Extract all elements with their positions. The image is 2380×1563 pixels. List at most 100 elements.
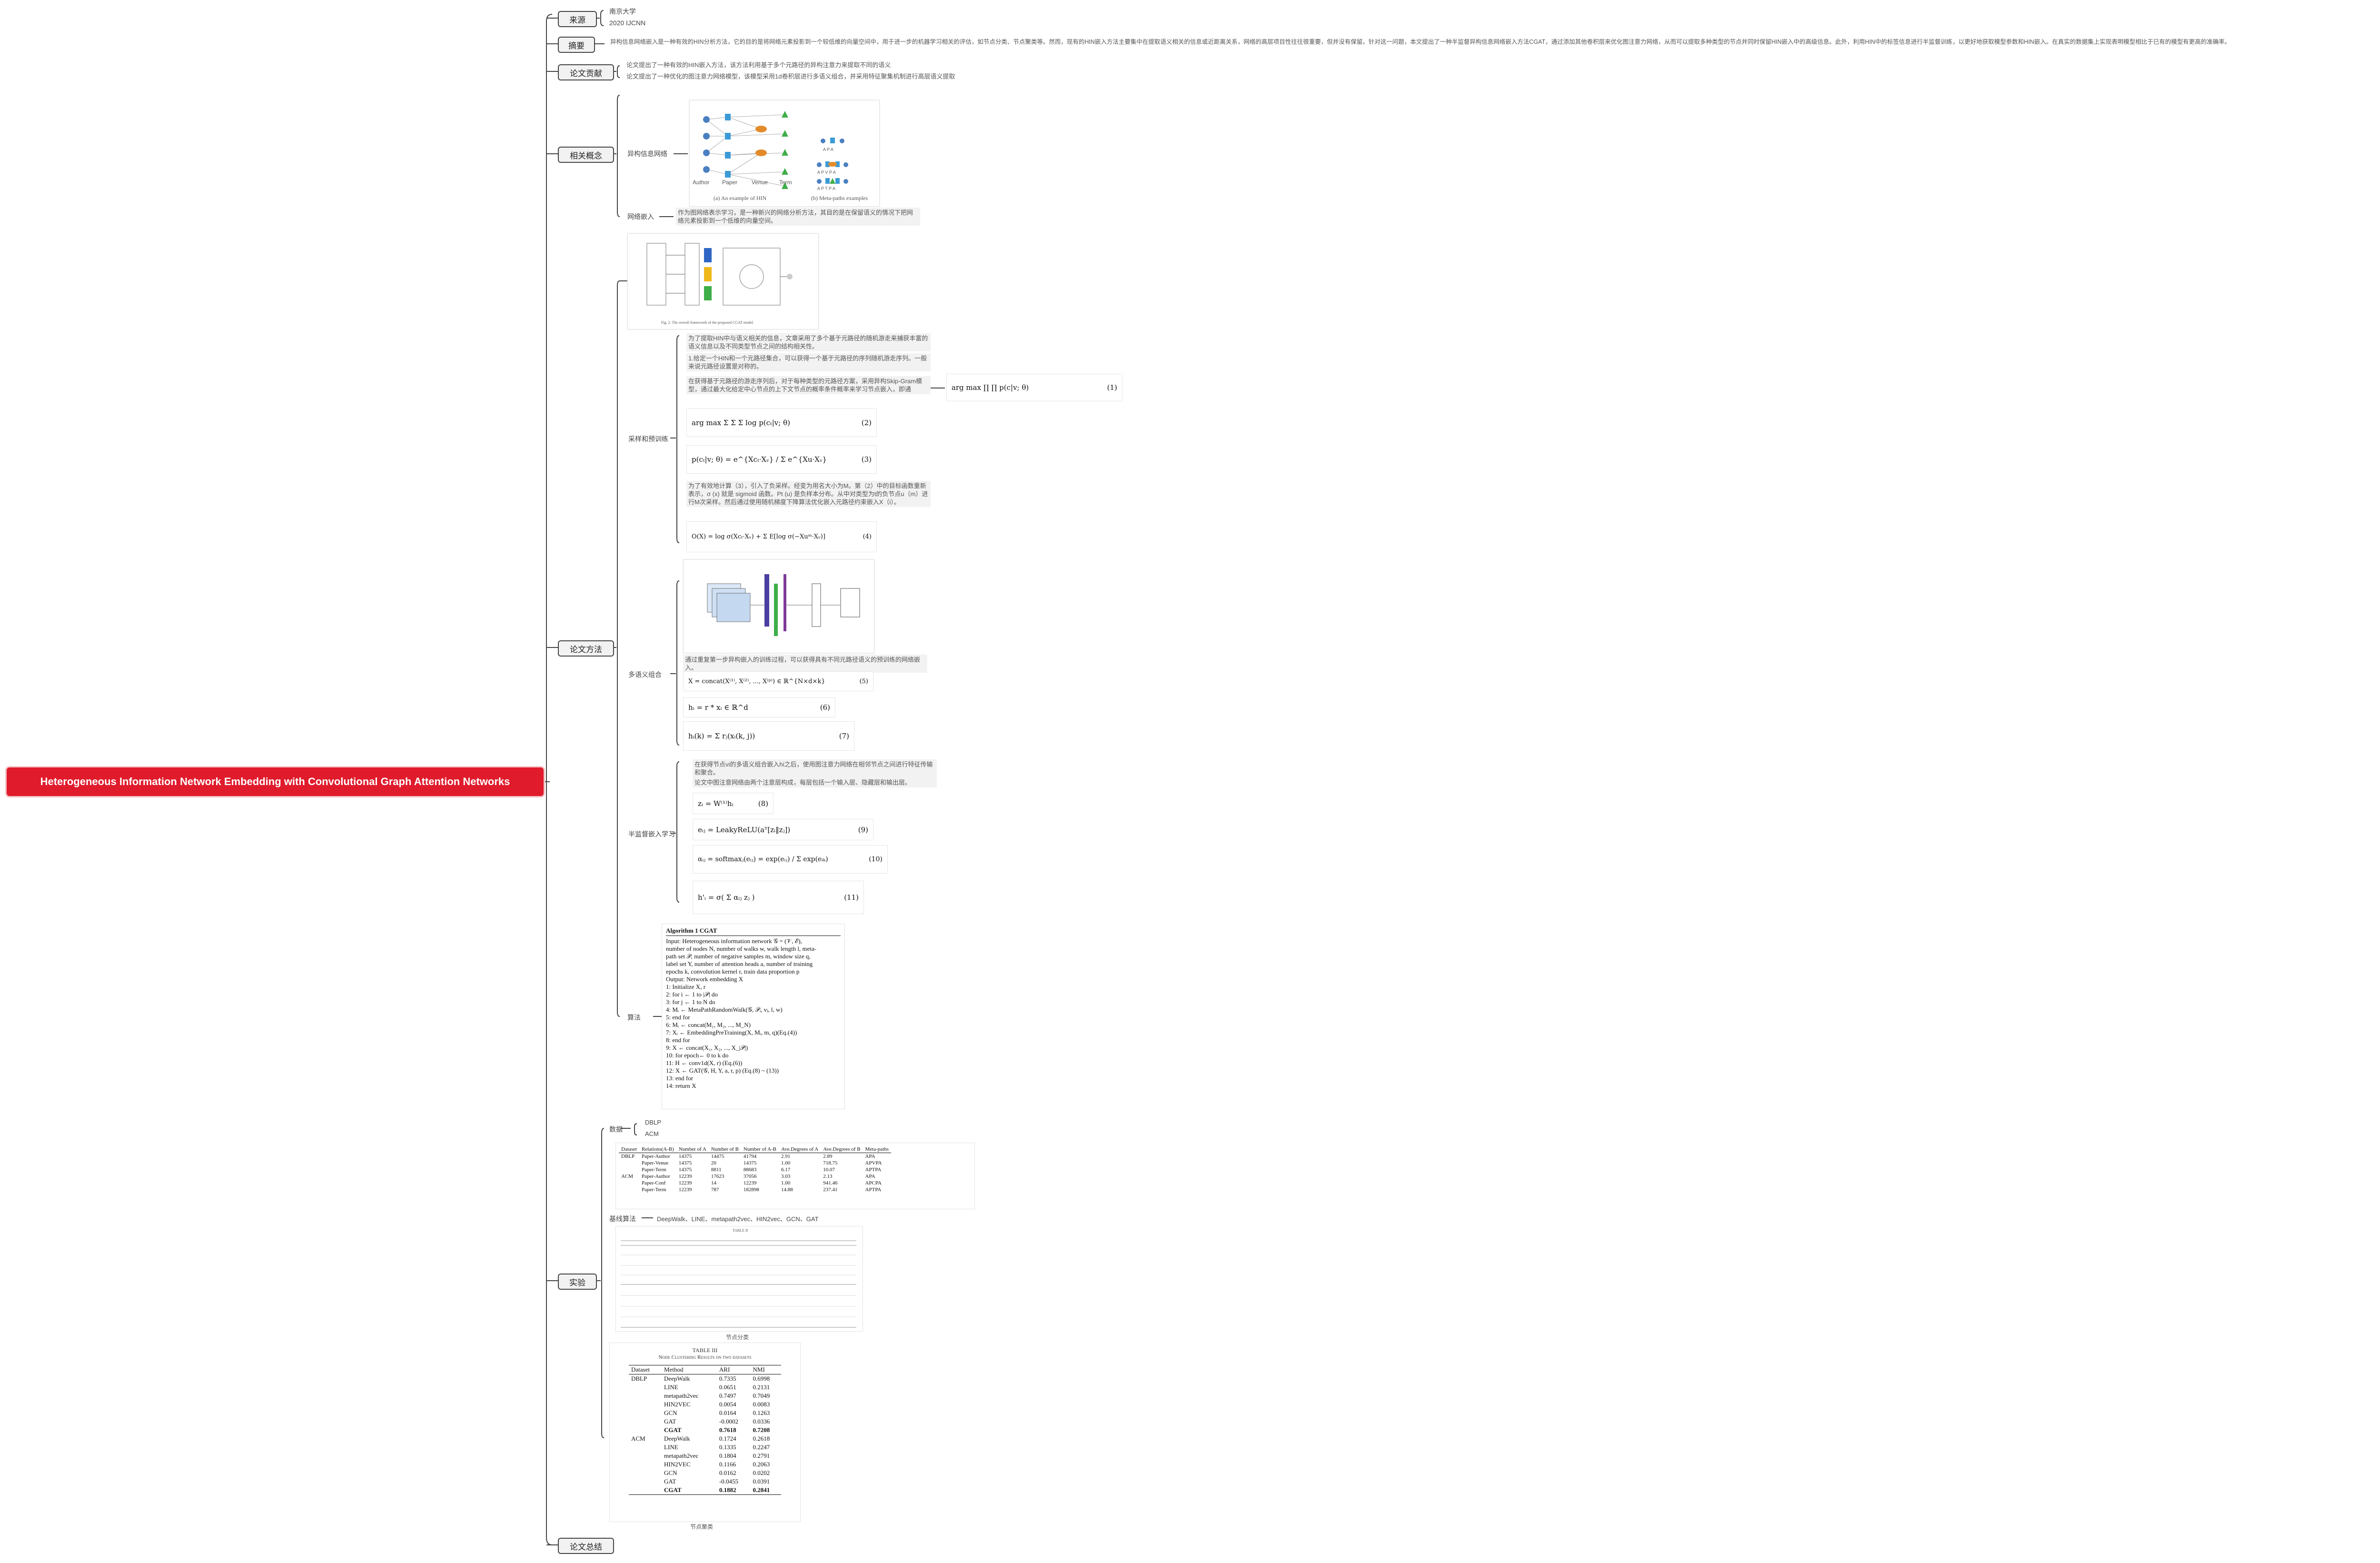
table-cell bbox=[619, 1160, 639, 1166]
algorithm-line: 11: H ← conv1d(X, r) (Eq.(6)) bbox=[666, 1059, 743, 1066]
equation-2[interactable]: arg max Σ Σ Σ log p(cₜ|v; θ)(2) bbox=[686, 408, 877, 437]
equation-11[interactable]: h'ᵢ = σ( Σ αᵢⱼ zⱼ ) (11) bbox=[693, 881, 864, 914]
equation-9[interactable]: eᵢⱼ = LeakyReLU(aᵀ[zᵢ‖zⱼ])(9) bbox=[693, 819, 873, 840]
table-cell: metapath2vec bbox=[664, 1392, 699, 1399]
source-university[interactable]: 南京大学 bbox=[609, 8, 636, 15]
topic-summary[interactable]: 论文总结 bbox=[558, 1538, 614, 1554]
sampling-text-2[interactable]: 1.给定一个HIN和一个元路径集合，可以获得一个基于元路径的序列随机游走序列。一… bbox=[686, 353, 931, 371]
concept-hin-label[interactable]: 异构信息网络 bbox=[627, 150, 667, 158]
method-algo-label[interactable]: 算法 bbox=[627, 1014, 641, 1021]
source-venue[interactable]: 2020 IJCNN bbox=[609, 19, 646, 27]
concept-embedding-label[interactable]: 网络嵌入 bbox=[627, 213, 654, 220]
table-cell: GCN bbox=[664, 1469, 677, 1476]
equation-6[interactable]: hᵢ = r * xᵢ ∈ ℝ^d(6) bbox=[683, 697, 835, 717]
clustering-table-subtitle: Node Clustering Results on two datasets bbox=[658, 1354, 752, 1360]
table-cell: APVPA bbox=[865, 1160, 882, 1166]
sampling-text-4[interactable]: 为了有效地计算（3），引入了负采样。经变为用名大小为M。第（2）中的目标函数重新… bbox=[686, 481, 931, 507]
topic-source[interactable]: 来源 bbox=[558, 11, 597, 27]
table-cell: 0.2618 bbox=[753, 1435, 770, 1442]
algorithm-box[interactable]: Algorithm 1 CGAT Input: Heterogeneous in… bbox=[662, 924, 845, 1109]
dataset-acm[interactable]: ACM bbox=[645, 1130, 659, 1137]
multi-text[interactable]: 通过重复第一步异构嵌入的训练过程，可以获得具有不同元路径语义的预训练的网络嵌入。 bbox=[683, 655, 927, 673]
baseline-list[interactable]: DeepWalk、LINE、metapath2vec、HIN2vec、GCN、G… bbox=[657, 1215, 819, 1223]
method-multi-label[interactable]: 多语义组合 bbox=[628, 671, 662, 678]
table-cell: 787 bbox=[711, 1187, 719, 1193]
topic-source-label: 来源 bbox=[569, 15, 585, 25]
abstract-text[interactable]: 异构信息网络嵌入是一种有效的HIN分析方法，它的目的是将网络元素投影到一个较低维… bbox=[610, 39, 2231, 45]
table-cell bbox=[629, 1417, 662, 1426]
conv-diagram bbox=[707, 574, 860, 636]
equation-11-body: h'ᵢ = σ( Σ αᵢⱼ zⱼ ) bbox=[698, 893, 755, 902]
equation-8[interactable]: zᵢ = W⁽¹⁾hᵢ(8) bbox=[693, 793, 774, 814]
contribution-item-2[interactable]: 论文提出了一种优化的图注意力网络模型，该模型采用1d卷积层进行多语义组合，并采用… bbox=[626, 73, 955, 80]
sampling-text-1[interactable]: 为了提取HIN中与语义相关的信息，文章采用了多个基于元路径的随机游走来捕获丰富的… bbox=[686, 333, 931, 351]
equation-1[interactable]: arg max ∏ ∏ p(c|v; θ)(1) bbox=[946, 374, 1122, 401]
table-header-cell: Number of A bbox=[676, 1146, 709, 1153]
equation-7[interactable]: hᵢ(k) = Σ rⱼ(xᵢ(k, j)) (7) bbox=[683, 721, 854, 751]
equation-4[interactable]: O(X) = log σ(Xcₜ·Xᵥ) + Σ E[log σ(−Xuᵐ·Xᵥ… bbox=[686, 521, 877, 552]
table-cell bbox=[629, 1460, 662, 1469]
topic-concepts[interactable]: 相关概念 bbox=[558, 147, 614, 163]
topic-method[interactable]: 论文方法 bbox=[558, 640, 614, 657]
table-cell: 0.7208 bbox=[753, 1426, 770, 1434]
equation-11-number: (11) bbox=[844, 893, 859, 902]
table-header-cell: Ave.Degrees of A bbox=[778, 1146, 821, 1153]
method-semi-label[interactable]: 半监督嵌入学习 bbox=[628, 830, 675, 838]
contribution-item-1[interactable]: 论文提出了一种有效的HIN嵌入方法，该方法利用基于多个元路径的异构注意力来提取不… bbox=[626, 61, 891, 69]
equation-10[interactable]: αᵢⱼ = softmaxⱼ(eᵢⱼ) = exp(eᵢⱼ) / Σ exp(e… bbox=[693, 845, 888, 874]
equation-5[interactable]: X = concat(X⁽¹⁾, X⁽²⁾, ..., X⁽ᵖ⁾) ∈ ℝ^{N… bbox=[683, 671, 873, 691]
table-cell: APA bbox=[865, 1154, 875, 1159]
equation-8-number: (8) bbox=[758, 799, 768, 808]
algorithm-line: 9: X ← concat(X₁, X₂, ..., X_|𝒫|) bbox=[666, 1044, 748, 1051]
algorithm-line: path set 𝒫, number of negative samples m… bbox=[666, 953, 811, 960]
hin-node-term: Term bbox=[779, 179, 792, 186]
sampling-text-3[interactable]: 在获得基于元路径的游走序列后，对于每种类型的元路径方案，采用异构Skip-Gra… bbox=[686, 376, 931, 394]
root-topic[interactable]: Heterogeneous Information Network Embedd… bbox=[7, 767, 544, 796]
table-cell: 0.7335 bbox=[719, 1375, 736, 1382]
equation-4-body: O(X) = log σ(Xcₜ·Xᵥ) + Σ E[log σ(−Xuᵐ·Xᵥ… bbox=[692, 533, 825, 540]
concept-embedding-text[interactable]: 作为图网络表示学习，是一种新兴的网络分析方法，其目的是在保留语义的情况下把网络元… bbox=[676, 208, 920, 226]
algorithm-line: 1: Initialize X, r bbox=[666, 983, 706, 990]
clustering-caption[interactable]: 节点聚类 bbox=[690, 1523, 714, 1530]
topic-contribution[interactable]: 论文贡献 bbox=[558, 64, 614, 80]
table-cell: 0.7618 bbox=[719, 1426, 736, 1434]
table-cell: 1.00 bbox=[781, 1160, 791, 1166]
table-cell: GAT bbox=[664, 1418, 676, 1425]
metapath-apa: A P A bbox=[823, 147, 833, 152]
table-cell: 14 bbox=[711, 1180, 716, 1186]
equation-3-number: (3) bbox=[861, 455, 872, 464]
algorithm-line: label set Y, number of attention heads a… bbox=[666, 960, 813, 967]
equation-7-body: hᵢ(k) = Σ rⱼ(xᵢ(k, j)) bbox=[688, 732, 755, 740]
exp-baseline-label[interactable]: 基线算法 bbox=[609, 1215, 636, 1223]
table-cell bbox=[619, 1166, 639, 1173]
table-cell: 12239 bbox=[743, 1180, 757, 1186]
table-cell: ACM bbox=[621, 1174, 634, 1179]
exp-data-label[interactable]: 数据 bbox=[609, 1125, 623, 1133]
table-cell: 0.7497 bbox=[719, 1392, 736, 1399]
equation-4-number: (4) bbox=[863, 533, 872, 540]
equation-7-number: (7) bbox=[839, 732, 849, 740]
equation-5-number: (5) bbox=[859, 677, 868, 685]
table-cell: 37056 bbox=[743, 1174, 757, 1179]
table-cell: APCPA bbox=[865, 1180, 882, 1186]
classification-caption[interactable]: 节点分类 bbox=[726, 1334, 749, 1341]
topic-abstract[interactable]: 摘要 bbox=[558, 37, 595, 53]
root-title: Heterogeneous Information Network Embedd… bbox=[40, 776, 510, 787]
dataset-dblp[interactable]: DBLP bbox=[645, 1119, 661, 1126]
table-cell: Paper-Venue bbox=[641, 1160, 668, 1166]
classification-table-lines bbox=[621, 1240, 856, 1328]
table-cell: 182898 bbox=[743, 1187, 759, 1193]
algorithm-line: Input: Heterogeneous information network… bbox=[666, 937, 802, 945]
semi-text-2[interactable]: 论文中图注意网络由两个注意层构成，每层包括一个输入层、隐藏层和输出层。 bbox=[693, 777, 937, 787]
equation-3[interactable]: p(cₜ|v; θ) = e^{Xcₜ·Xᵥ} / Σ e^{Xu·Xᵥ}(3) bbox=[686, 445, 877, 474]
method-sampling-label[interactable]: 采样和预训练 bbox=[628, 435, 668, 443]
semi-text-1[interactable]: 在获得节点vi的多语义组合嵌入hi之后，使用图注意力网络在相邻节点之间进行特征传… bbox=[693, 759, 937, 777]
hin-figure: Author Paper Venue Term A P A A P V P A … bbox=[689, 100, 880, 207]
topic-experiment[interactable]: 实验 bbox=[558, 1274, 597, 1290]
